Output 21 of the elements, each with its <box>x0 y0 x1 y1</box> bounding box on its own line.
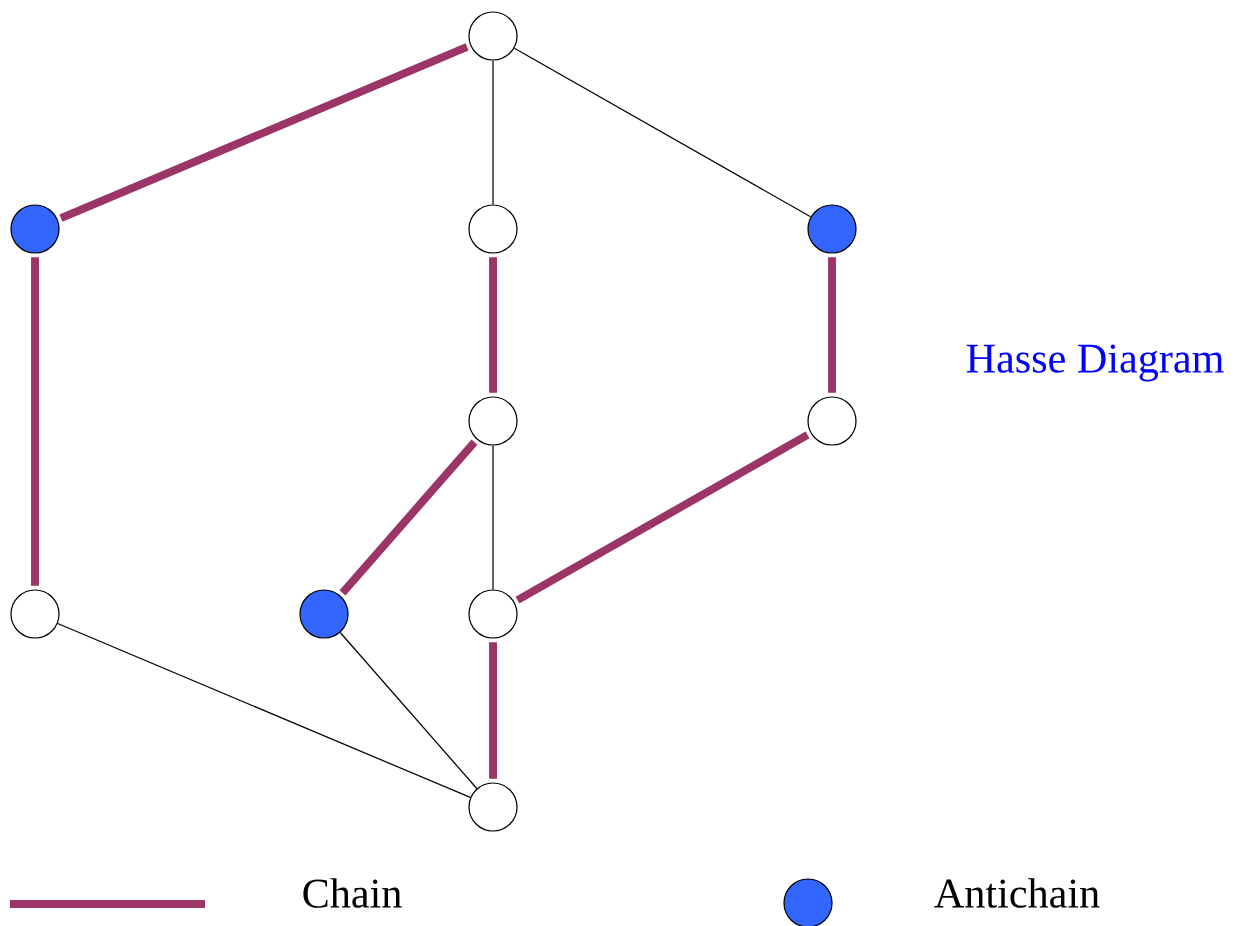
filled-circle <box>299 589 349 639</box>
edge-line <box>57 622 471 799</box>
chain-line <box>515 431 810 604</box>
edge-line <box>513 47 812 218</box>
empty-circle <box>468 11 518 61</box>
legend-text: Chain <box>303 878 402 908</box>
edge-line <box>492 60 494 205</box>
chain-line <box>339 439 478 596</box>
filled-circle <box>10 204 60 254</box>
diagram-title: Hasse Diagram <box>966 344 1224 382</box>
empty-circle <box>468 782 518 832</box>
edge-line <box>492 445 494 590</box>
empty-circle <box>468 589 518 639</box>
empty-circle <box>468 396 518 446</box>
chain-line <box>59 43 469 222</box>
filled-circle <box>807 204 857 254</box>
empty-circle <box>807 396 857 446</box>
legend-text: Antichain <box>934 878 1100 908</box>
edge-line <box>339 631 478 790</box>
empty-circle <box>10 589 60 639</box>
empty-circle <box>468 204 518 254</box>
